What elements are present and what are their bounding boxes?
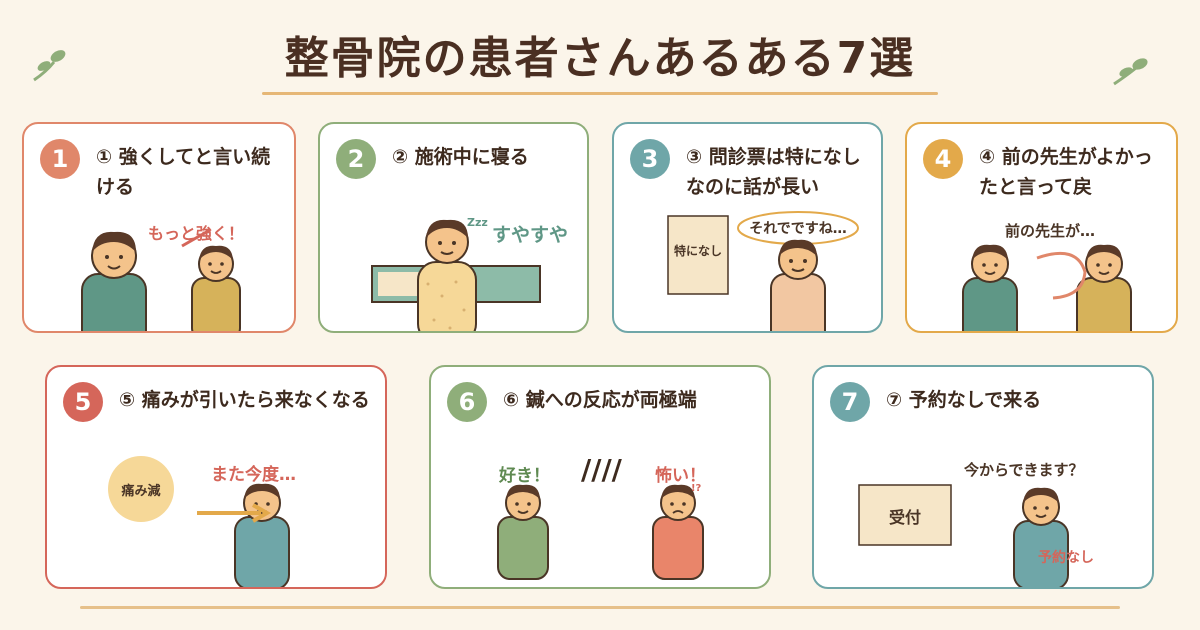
card-6: 6 ⑥ 鍼への反応が両極端 好き！ //// 怖い！ !? [429, 365, 771, 589]
card-3-badge: 3 [630, 139, 670, 179]
card-1-bubble: もっと強く！ [148, 224, 245, 243]
card-5-circle-label: 痛み減 [121, 484, 161, 499]
card-6-divider: //// [581, 453, 622, 486]
card-4-heading: ④ 前の先生がよかったと言って戻 [979, 146, 1153, 198]
card-5-badge: 5 [63, 382, 103, 422]
card-7-illustration [858, 484, 1069, 587]
card-4-badge: 4 [923, 139, 963, 179]
card-6-badge: 6 [447, 382, 487, 422]
title-underline [262, 92, 938, 95]
card-5: 5 ⑤ 痛みが引いたら来なくなる 痛み減 また今度… [45, 365, 387, 589]
card-2-bubble: すやすや [492, 224, 569, 246]
card-6-right-label: 怖い！ [655, 466, 706, 486]
sprout-left-icon [33, 50, 66, 82]
card-2-zzz: Zzz [467, 216, 488, 229]
card-5-heading: ⑤ 痛みが引いたら来なくなる [119, 389, 370, 411]
card-7-desk-label: 受付 [888, 508, 921, 527]
bottom-divider [80, 606, 1120, 609]
card-7-bubble: 今からできます？ [964, 461, 1084, 479]
card-2-badge: 2 [336, 139, 376, 179]
card-3: 3 ③ 問診票は特になしなのに話が長い 特になし それでですね… [612, 122, 883, 333]
card-7: 7 ⑦ 予約なしで来る 受付 今からできます？ 予約なし [812, 365, 1154, 589]
card-1-illustration [81, 228, 241, 331]
card-7-heading: ⑦ 予約なしで来る [886, 389, 1042, 411]
card-6-surprise-mark: !? [691, 483, 702, 494]
card-1: 1 ① 強くしてと言い続ける もっと強く！ [22, 122, 296, 333]
card-6-illustration [497, 484, 704, 580]
card-1-badge: 1 [40, 139, 80, 179]
card-5-illustration [108, 456, 290, 587]
card-4-illustration [962, 244, 1132, 331]
card-3-bubble: それでですね… [749, 221, 847, 237]
page-title: 整骨院の患者さんあるある7選 [284, 33, 916, 84]
card-1-heading: ① 強くしてと言い続ける [96, 146, 271, 198]
sprout-right-icon [1113, 58, 1148, 86]
card-7-badge: 7 [830, 382, 870, 422]
card-5-bubble: また今度… [211, 465, 296, 485]
card-7-tag: 予約なし [1038, 550, 1094, 566]
card-6-left-label: 好き！ [499, 466, 550, 486]
card-2-heading: ② 施術中に寝る [392, 146, 529, 168]
card-6-heading: ⑥ 鍼への反応が両極端 [503, 389, 697, 411]
card-3-illustration [667, 211, 859, 331]
card-4: 4 ④ 前の先生がよかったと言って戻 前の先生が… [905, 122, 1178, 333]
card-2: 2 ② 施術中に寝る Zzz すやすや [318, 122, 589, 333]
card-3-paper: 特になし [673, 244, 722, 258]
card-3-heading: ③ 問診票は特になしなのに話が長い [686, 146, 861, 198]
card-2-illustration [371, 219, 541, 331]
card-4-bubble: 前の先生が… [1005, 222, 1096, 240]
